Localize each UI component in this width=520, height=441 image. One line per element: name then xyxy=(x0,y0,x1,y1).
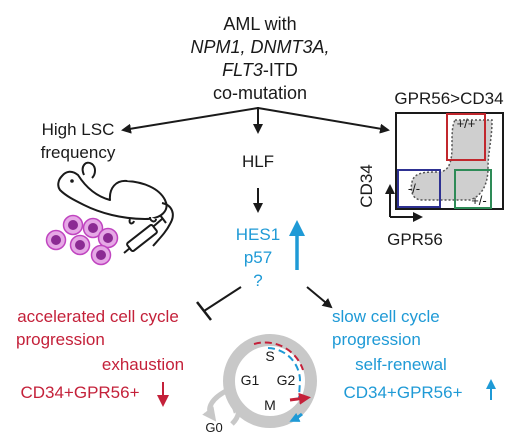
cell xyxy=(82,217,104,239)
header-line-4: co-mutation xyxy=(213,83,307,103)
gate-gpr56-positive xyxy=(454,169,492,209)
gate-double-positive xyxy=(446,113,486,161)
phase-g0: G0 xyxy=(205,420,222,435)
left-outcome: accelerated cell cycle progression exhau… xyxy=(16,307,184,407)
right-outcome-line-3: self-renewal xyxy=(355,355,447,374)
arrow-to-flow-plot xyxy=(257,107,390,134)
phase-m: M xyxy=(264,397,276,413)
gate-double-negative-label: -/- xyxy=(408,181,420,196)
phase-g2: G2 xyxy=(277,372,296,388)
exit-g0-arrow xyxy=(229,399,244,426)
syringe-icon xyxy=(123,214,167,254)
mouse-foot-2 xyxy=(149,216,157,223)
cell xyxy=(45,229,67,251)
mouse-tail xyxy=(152,202,174,247)
cell xyxy=(69,234,91,256)
gate-double-negative xyxy=(397,169,441,208)
phase-s: S xyxy=(265,348,274,364)
cell xyxy=(90,244,112,266)
header-line-3-gene: FLT3 xyxy=(222,60,263,80)
lsc-line-1: High LSC xyxy=(42,120,115,139)
right-outcome: slow cell cycle progression self-renewal… xyxy=(332,307,496,402)
header-line-3: FLT3-ITD xyxy=(222,60,298,80)
activation-arrow xyxy=(306,286,333,309)
mouse-ear xyxy=(81,161,96,179)
flow-plot-title: GPR56>CD34 xyxy=(394,89,503,108)
lsc-frequency-label: High LSC frequency xyxy=(41,120,116,162)
cell xyxy=(97,227,119,249)
mouse-foot xyxy=(128,218,135,225)
cell-cycle-ring xyxy=(223,334,317,428)
left-outcome-line-4: CD34+GPR56+ xyxy=(20,383,139,402)
inhibition-arrow xyxy=(196,286,242,321)
phase-g1: G1 xyxy=(241,372,260,388)
hes1-label: HES1 xyxy=(236,225,280,244)
syringe-needle xyxy=(123,247,131,254)
hlf-label: HLF xyxy=(242,152,274,171)
cell xyxy=(62,214,84,236)
header-title: AML with NPM1, DNMT3A, FLT3-ITD co-mutat… xyxy=(190,14,329,103)
slow-track xyxy=(267,347,302,399)
left-outcome-line-3: exhaustion xyxy=(102,355,184,374)
y-axis-label: CD34 xyxy=(357,164,376,207)
leukemic-cells xyxy=(45,214,119,266)
left-outcome-line-2: progression xyxy=(16,330,105,349)
enter-g0-arrow xyxy=(202,387,230,422)
right-outcome-line-2: progression xyxy=(332,330,421,349)
header-line-2: NPM1, DNMT3A, xyxy=(190,37,329,57)
syringe-barrel xyxy=(126,224,158,252)
right-outcome-line-4: CD34+GPR56+ xyxy=(343,383,462,402)
header-line-3-suffix: -ITD xyxy=(263,60,298,80)
gate-gpr56-positive-label: +/- xyxy=(471,193,487,208)
syringe-plunger xyxy=(153,218,163,227)
header-line-1: AML with xyxy=(223,14,296,34)
unknown-target-label: ? xyxy=(253,271,262,290)
left-outcome-line-1: accelerated cell cycle xyxy=(17,307,179,326)
slow-arrow xyxy=(289,412,304,422)
flow-cytometry-plot: GPR56>CD34 +/+ -/- +/- CD34 GPR56 xyxy=(357,89,504,249)
arrow-to-lsc xyxy=(121,107,259,134)
gate-double-positive-label: +/+ xyxy=(457,116,476,131)
lsc-line-2: frequency xyxy=(41,143,116,162)
x-axis-label: GPR56 xyxy=(387,230,443,249)
accelerated-arrow xyxy=(289,392,311,405)
mouse-eye xyxy=(70,179,74,183)
accelerated-track xyxy=(253,341,304,371)
right-outcome-line-1: slow cell cycle xyxy=(332,307,440,326)
cell-cycle-diagram: S G1 G2 M G0 xyxy=(202,334,317,435)
branch-arrows xyxy=(121,107,390,134)
mouse-body xyxy=(57,170,168,220)
mouse-icon xyxy=(57,161,174,247)
syringe-plunger-cap xyxy=(159,214,167,224)
p57-label: p57 xyxy=(244,248,272,267)
